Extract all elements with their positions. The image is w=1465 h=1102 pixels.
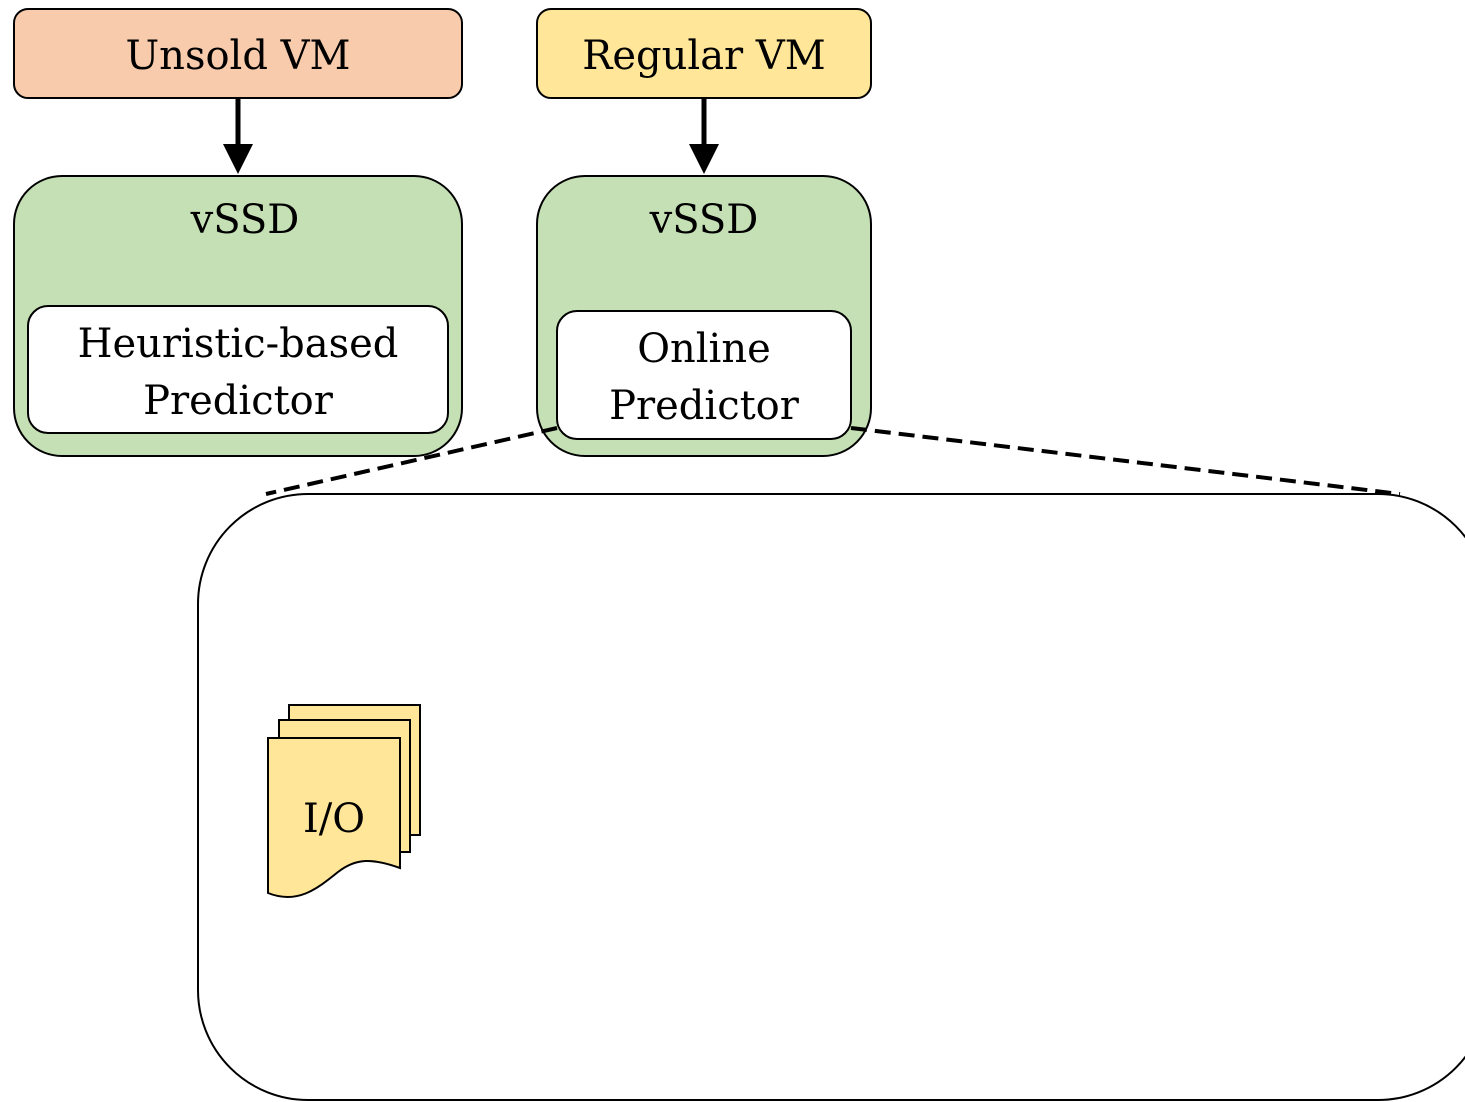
regular-vm-box: Regular VM	[536, 8, 872, 99]
vssd-right-box: vSSD Online Predictor	[536, 175, 872, 457]
io-document-stack-icon: I/O	[267, 704, 421, 898]
zoom-dashed-line-right	[850, 426, 1401, 496]
io-label: I/O	[303, 796, 365, 842]
unsold-vm-label: Unsold VM	[125, 33, 350, 79]
io-doc-front	[267, 737, 401, 898]
regular-vm-label: Regular VM	[582, 33, 825, 79]
heuristic-predictor-line1: Heuristic-based	[78, 321, 399, 367]
zoom-dashed-line-left	[265, 426, 558, 496]
vssd-right-title: vSSD	[649, 197, 759, 243]
heuristic-predictor-line2: Predictor	[143, 378, 334, 424]
unsold-vm-rect	[13, 8, 463, 99]
online-predictor-line1: Online	[637, 326, 771, 372]
vssd-left-box: vSSD Heuristic-based Predictor	[13, 175, 463, 457]
regular-vm-rect	[536, 8, 872, 99]
online-predictor-rect	[556, 310, 852, 440]
vssd-left-title: vSSD	[190, 197, 300, 243]
online-predictor-detail-panel	[197, 493, 1465, 1101]
unsold-vm-box: Unsold VM	[13, 8, 463, 99]
heuristic-predictor-rect	[27, 305, 449, 434]
online-predictor-line2: Predictor	[609, 383, 800, 429]
